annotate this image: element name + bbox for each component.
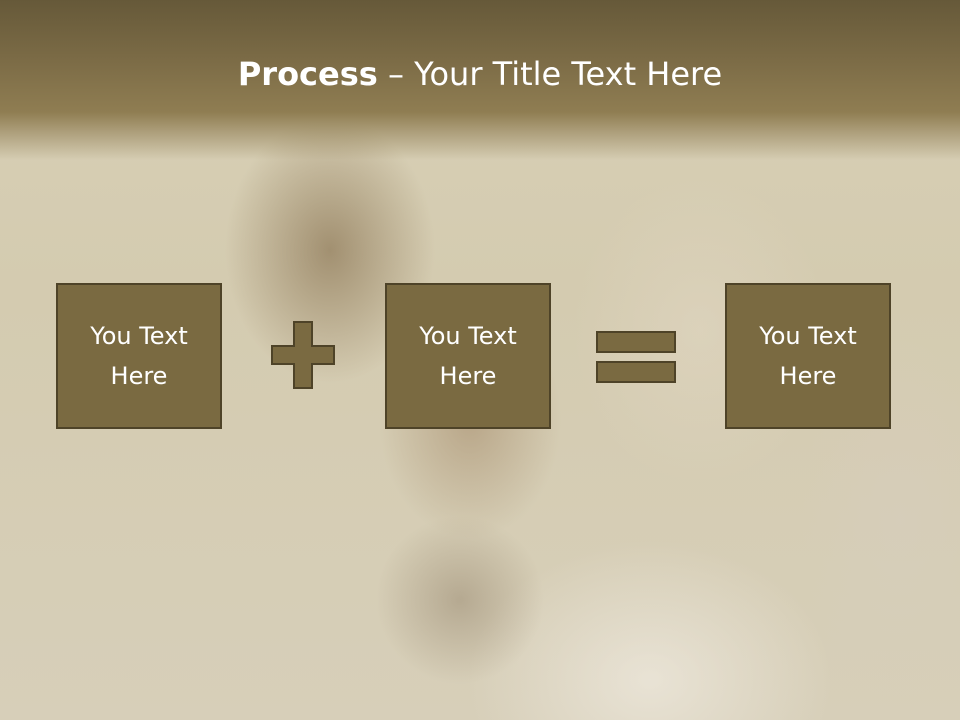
process-box-1[interactable]: You Text Here — [56, 283, 222, 429]
process-box-3[interactable]: You Text Here — [725, 283, 891, 429]
title-band — [0, 0, 960, 160]
process-box-1-label: You Text Here — [90, 322, 188, 390]
equals-icon — [596, 331, 676, 383]
plus-icon — [271, 321, 335, 389]
title-rest: – Your Title Text Here — [377, 55, 723, 93]
slide-title: Process – Your Title Text Here — [0, 52, 960, 96]
process-box-3-label: You Text Here — [759, 322, 857, 390]
process-box-2[interactable]: You Text Here — [385, 283, 551, 429]
title-bold: Process — [237, 55, 378, 93]
process-box-2-label: You Text Here — [419, 322, 517, 390]
